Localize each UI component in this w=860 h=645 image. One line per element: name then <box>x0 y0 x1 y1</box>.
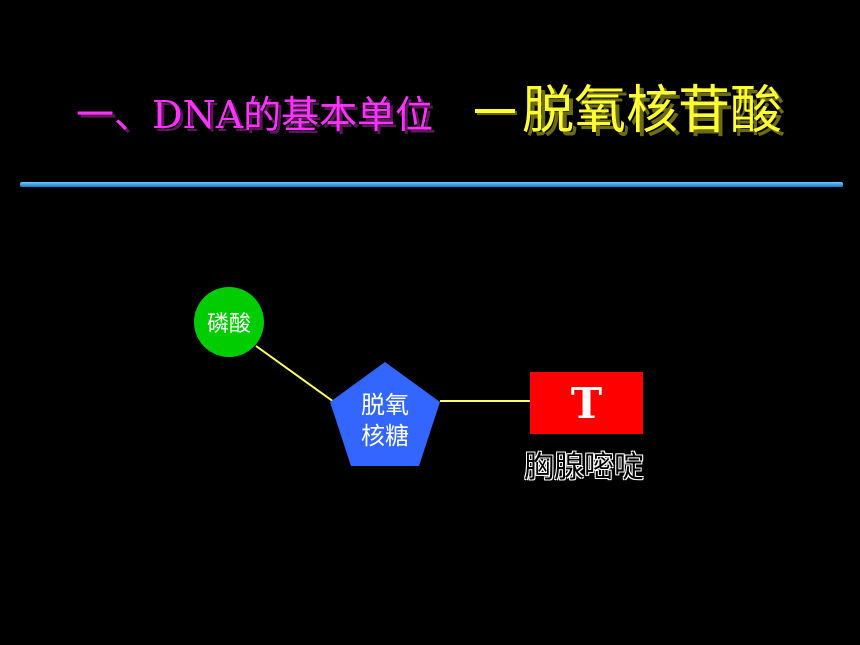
title-dash <box>475 109 515 113</box>
phosphate-circle: 磷酸 <box>194 287 264 357</box>
title-highlight: 脱氧核苷酸 <box>522 81 783 141</box>
phosphate-sugar-bond <box>255 345 335 403</box>
base-box: T <box>530 372 643 434</box>
deoxyribose-label-line1: 脱氧 <box>361 391 409 419</box>
phosphate-label: 磷酸 <box>206 312 251 337</box>
deoxyribose-pentagon <box>330 362 440 466</box>
base-letter: T <box>570 378 603 428</box>
deoxyribose-label-line2: 核糖 <box>361 422 409 450</box>
deoxyribose-label: 脱氧 核糖 <box>330 390 440 452</box>
title-divider <box>20 182 843 187</box>
base-name: 胸腺嘧啶 <box>524 450 644 485</box>
title-prefix: 一、DNA的基本单位 <box>76 93 434 137</box>
